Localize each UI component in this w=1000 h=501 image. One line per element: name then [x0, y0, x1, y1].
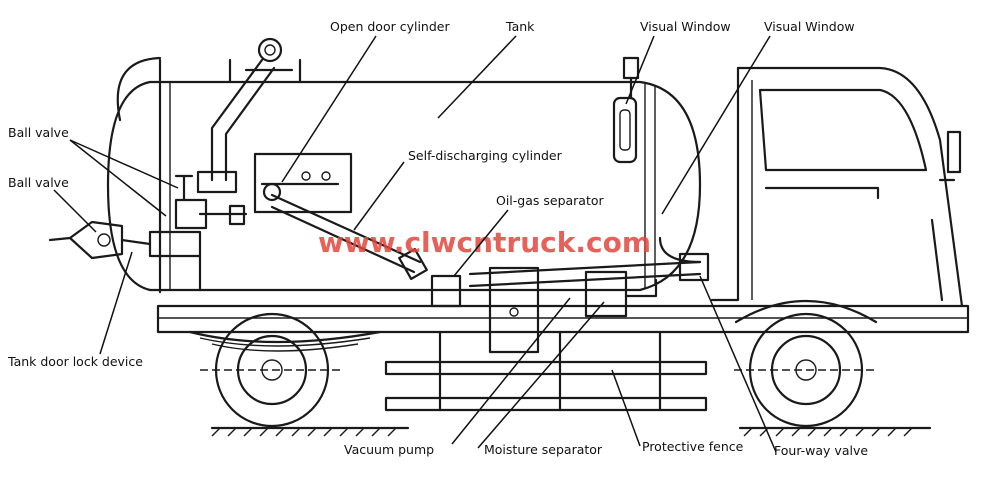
label-open-door-cylinder: Open door cylinder — [330, 19, 450, 34]
leader-lines — [53, 35, 777, 453]
chassis-frame — [156, 304, 970, 412]
rear-wheel — [200, 312, 344, 428]
rear-door-valves — [48, 174, 248, 292]
label-visual-window-2: Visual Window — [764, 19, 855, 34]
watermark: www.clwcntruck.com — [318, 226, 651, 259]
leaf-spring — [188, 330, 382, 352]
label-four-way-valve: Four-way valve — [774, 443, 868, 458]
label-self-discharging-cylinder: Self-discharging cylinder — [408, 148, 563, 163]
label-ball-valve-1: Ball valve — [8, 125, 69, 140]
top-pipe — [196, 37, 302, 194]
label-moisture-separator: Moisture separator — [484, 442, 603, 457]
tank-body — [106, 56, 702, 294]
front-wheel — [734, 300, 878, 428]
open-door-cylinder-box — [253, 152, 353, 214]
label-ball-valve-2: Ball valve — [8, 175, 69, 190]
label-protective-fence: Protective fence — [642, 439, 744, 454]
truck-cab — [710, 66, 964, 308]
label-oil-gas-separator: Oil-gas separator — [496, 193, 605, 208]
pump-equipment — [430, 236, 710, 354]
ground — [210, 426, 932, 437]
self-discharging-cylinder — [270, 193, 428, 280]
tank-visual-window — [612, 56, 640, 164]
label-visual-window-1: Visual Window — [640, 19, 731, 34]
label-vacuum-pump: Vacuum pump — [344, 442, 434, 457]
label-tank-door-lock-device: Tank door lock device — [7, 354, 143, 369]
label-tank: Tank — [505, 19, 535, 34]
